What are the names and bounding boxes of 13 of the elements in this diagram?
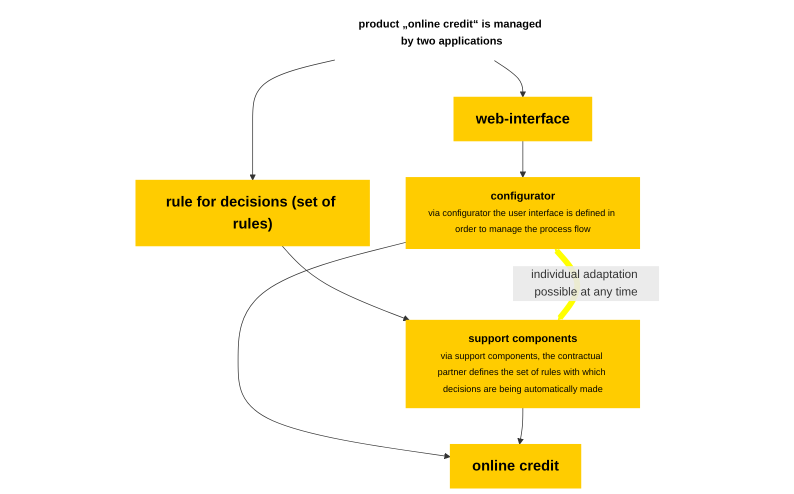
arrow: [519, 140, 526, 178]
arrow: [281, 246, 410, 322]
node-box: online credit: [449, 444, 581, 488]
node-box: configurator via configurator the user interface is defined in order to manage the process flow: [405, 177, 640, 249]
arrow: [249, 60, 335, 180]
node-box: web-interface: [453, 96, 592, 142]
node-box: support components via support components, the contractual partner defines the set of rules with which decisions are being automatically made: [405, 320, 640, 408]
arrow: [516, 407, 524, 445]
arrow: [494, 60, 526, 98]
edge-label: individual adaptation possible at any time: [530, 268, 638, 298]
node-box: rule for decisions (set of rules): [135, 180, 370, 246]
node-text: product „online credit“ is managed by two applications: [358, 18, 542, 48]
arrow: [237, 242, 450, 460]
